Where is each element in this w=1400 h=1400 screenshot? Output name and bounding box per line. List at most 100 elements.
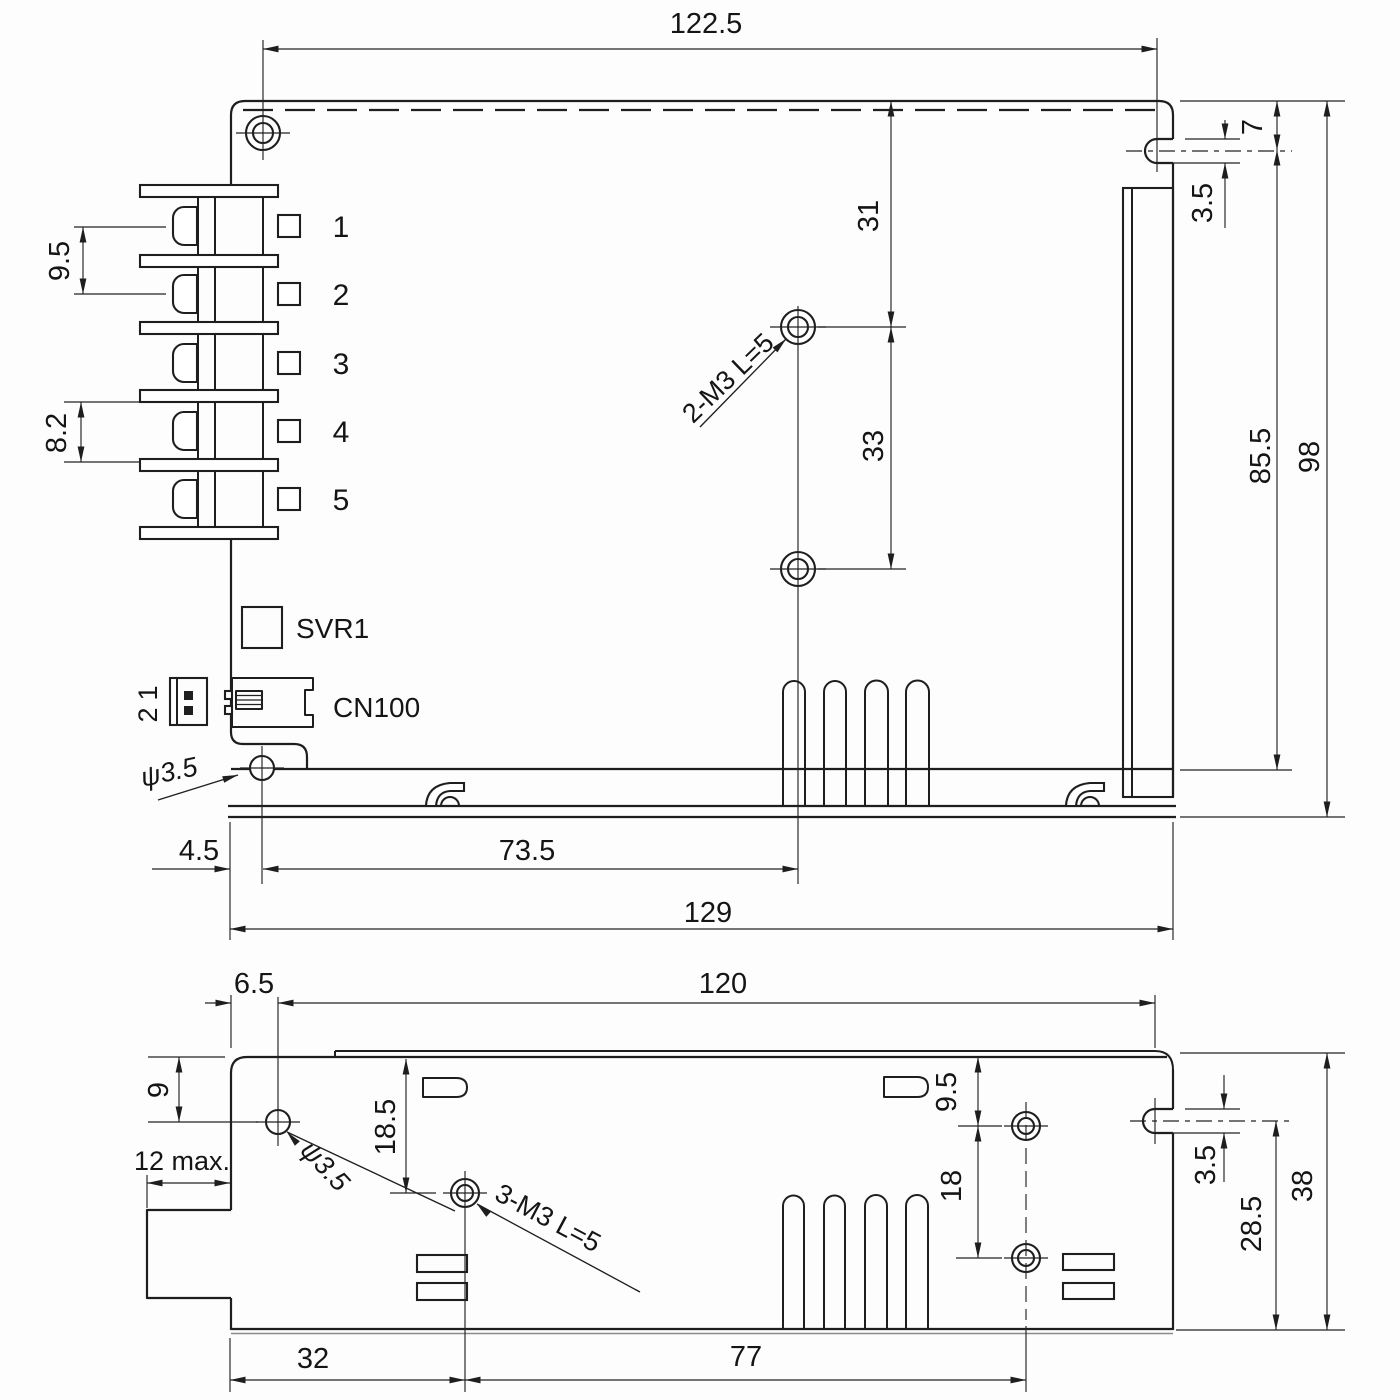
dim-arrowhead: [887, 327, 895, 343]
dimension-lines-top: [64, 48, 1345, 940]
dim-12-max: 12 max.: [134, 1146, 230, 1176]
terminal-pin-5: 5: [333, 484, 350, 517]
dim-arrowhead: [1273, 150, 1281, 166]
dim-arrowhead: [1221, 123, 1229, 139]
case-outline-bottom: [145, 1050, 1175, 1335]
dim-7: 7: [1237, 119, 1269, 135]
terminal-screw: [171, 342, 199, 384]
mounting-holes-top-view: [236, 38, 1292, 884]
label-cn100: CN100: [333, 692, 420, 723]
dim-arrowhead: [287, 1132, 300, 1146]
terminal-pin-pad: [276, 213, 302, 239]
dim-122-5: 122.5: [670, 8, 743, 40]
annotation-psi35-bottom: ψ3.5: [295, 1135, 357, 1198]
dim-arrowhead: [230, 925, 246, 933]
cn100-connector: [168, 676, 314, 728]
terminal-screw: [171, 478, 199, 520]
dim-arrowhead: [1139, 999, 1155, 1007]
plug-pin: [184, 691, 193, 700]
terminal-block: [138, 183, 302, 541]
dim-33: 33: [858, 430, 890, 462]
dim-18-5: 18.5: [370, 1099, 402, 1155]
dim-arrowhead: [402, 1059, 410, 1075]
leader-2m3: [699, 338, 787, 428]
dim-9-5-bottom: 9.5: [931, 1072, 963, 1112]
svr1-potentiometer: [240, 605, 284, 650]
dim-129: 129: [684, 897, 732, 929]
dim-arrowhead: [1323, 801, 1331, 817]
terminal-bar: [138, 457, 280, 473]
top-view: 122.5 31 33 7 3.5 85.5 98 9.5 8.2 4.5 73…: [41, 8, 1345, 940]
dim-32: 32: [297, 1343, 329, 1375]
heatsink-fins-top: [782, 679, 930, 806]
terminal-pin-4: 4: [333, 416, 350, 449]
dim-arrowhead: [1323, 101, 1331, 117]
terminal-pin-1: 1: [333, 211, 350, 244]
dim-arrowhead: [222, 775, 238, 783]
dimension-arrowheads: [77, 45, 1331, 1384]
dim-18: 18: [936, 1170, 968, 1202]
dim-arrowhead: [772, 339, 786, 353]
leader-3m3: [476, 1203, 641, 1293]
terminal-pin-pad: [276, 418, 302, 444]
dim-arrowhead: [147, 1179, 163, 1187]
clip-left: [424, 781, 466, 808]
leader-psi35-bottom: [286, 1131, 456, 1212]
plug-pin: [184, 706, 193, 715]
vent-slots-bottom: [415, 1076, 1116, 1302]
dim-arrowhead: [1272, 1314, 1280, 1330]
dim-arrowhead: [1272, 1121, 1280, 1137]
heatsink-bar-right: [1121, 186, 1175, 799]
dim-77: 77: [730, 1341, 762, 1373]
dim-arrowhead: [278, 999, 294, 1007]
terminal-bar: [138, 183, 280, 199]
dim-arrowhead: [79, 227, 87, 243]
terminal-pin-pad: [276, 350, 302, 376]
dim-31: 31: [853, 200, 885, 232]
dim-arrowhead: [214, 865, 230, 873]
dim-arrowhead: [402, 1177, 410, 1193]
dim-8-2: 8.2: [41, 413, 73, 453]
dim-arrowhead: [1221, 163, 1229, 179]
dim-arrowhead: [974, 1126, 982, 1142]
heatsink-fins-bottom: [782, 1194, 929, 1329]
chassis-clips: [424, 781, 1106, 808]
dim-arrowhead: [1323, 1314, 1331, 1330]
dim-arrowhead: [1323, 1053, 1331, 1069]
dim-arrowhead: [77, 402, 85, 418]
connector-pin-2: 2: [133, 707, 163, 722]
dim-arrowhead: [230, 1376, 246, 1384]
dim-arrowhead: [887, 311, 895, 327]
dim-98: 98: [1294, 441, 1326, 473]
bottom-view: 6.5 120 9 12 max. 18.5 9.5 18 3.5 28.5 3…: [134, 968, 1345, 1392]
terminal-screw: [171, 205, 199, 247]
terminal-bar: [138, 525, 280, 541]
dim-arrowhead: [449, 1376, 465, 1384]
annotation-psi35-top: ψ3.5: [138, 751, 201, 792]
terminal-screw: [171, 410, 199, 452]
dimension-lines-bottom: [146, 995, 1345, 1392]
dim-arrowhead: [263, 45, 279, 53]
terminal-screw: [171, 273, 199, 315]
dim-4-5: 4.5: [179, 835, 219, 867]
dim-arrowhead: [974, 1057, 982, 1073]
annotation-3m3: 3-M3 L=5: [490, 1178, 605, 1258]
dim-28-5: 28.5: [1236, 1196, 1268, 1252]
terminal-pin-3: 3: [333, 348, 350, 381]
dimension-labels-bottom: 6.5 120 9 12 max. 18.5 9.5 18 3.5 28.5 3…: [134, 968, 1319, 1375]
dim-arrowhead: [974, 1242, 982, 1258]
terminal-bar: [138, 388, 280, 404]
terminal-pin-pad: [276, 281, 302, 307]
dim-arrowhead: [77, 446, 85, 462]
annotation-2m3: 2-M3 L=5: [676, 327, 779, 428]
ac-inlet-block: [145, 1208, 231, 1300]
dim-arrowhead: [263, 865, 279, 873]
terminal-pin-pad: [276, 486, 302, 512]
terminal-bar: [138, 320, 280, 336]
clip-right: [1064, 781, 1106, 808]
label-svr1: SVR1: [296, 613, 369, 644]
dim-3-5-top: 3.5: [1187, 183, 1219, 223]
dim-9-5-top: 9.5: [44, 241, 76, 281]
dim-arrowhead: [887, 101, 895, 117]
